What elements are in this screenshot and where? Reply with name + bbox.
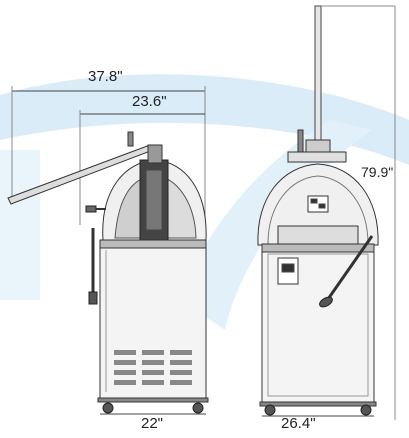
side-base-width-label: 22" — [141, 415, 164, 432]
overall-depth-label: 37.8" — [88, 68, 123, 85]
front-base-width-label: 26.4" — [281, 415, 316, 432]
depth-label: 23.6" — [132, 93, 167, 110]
front-view — [257, 5, 396, 420]
height-label: 79.9" — [361, 164, 394, 180]
side-view — [7, 86, 209, 415]
